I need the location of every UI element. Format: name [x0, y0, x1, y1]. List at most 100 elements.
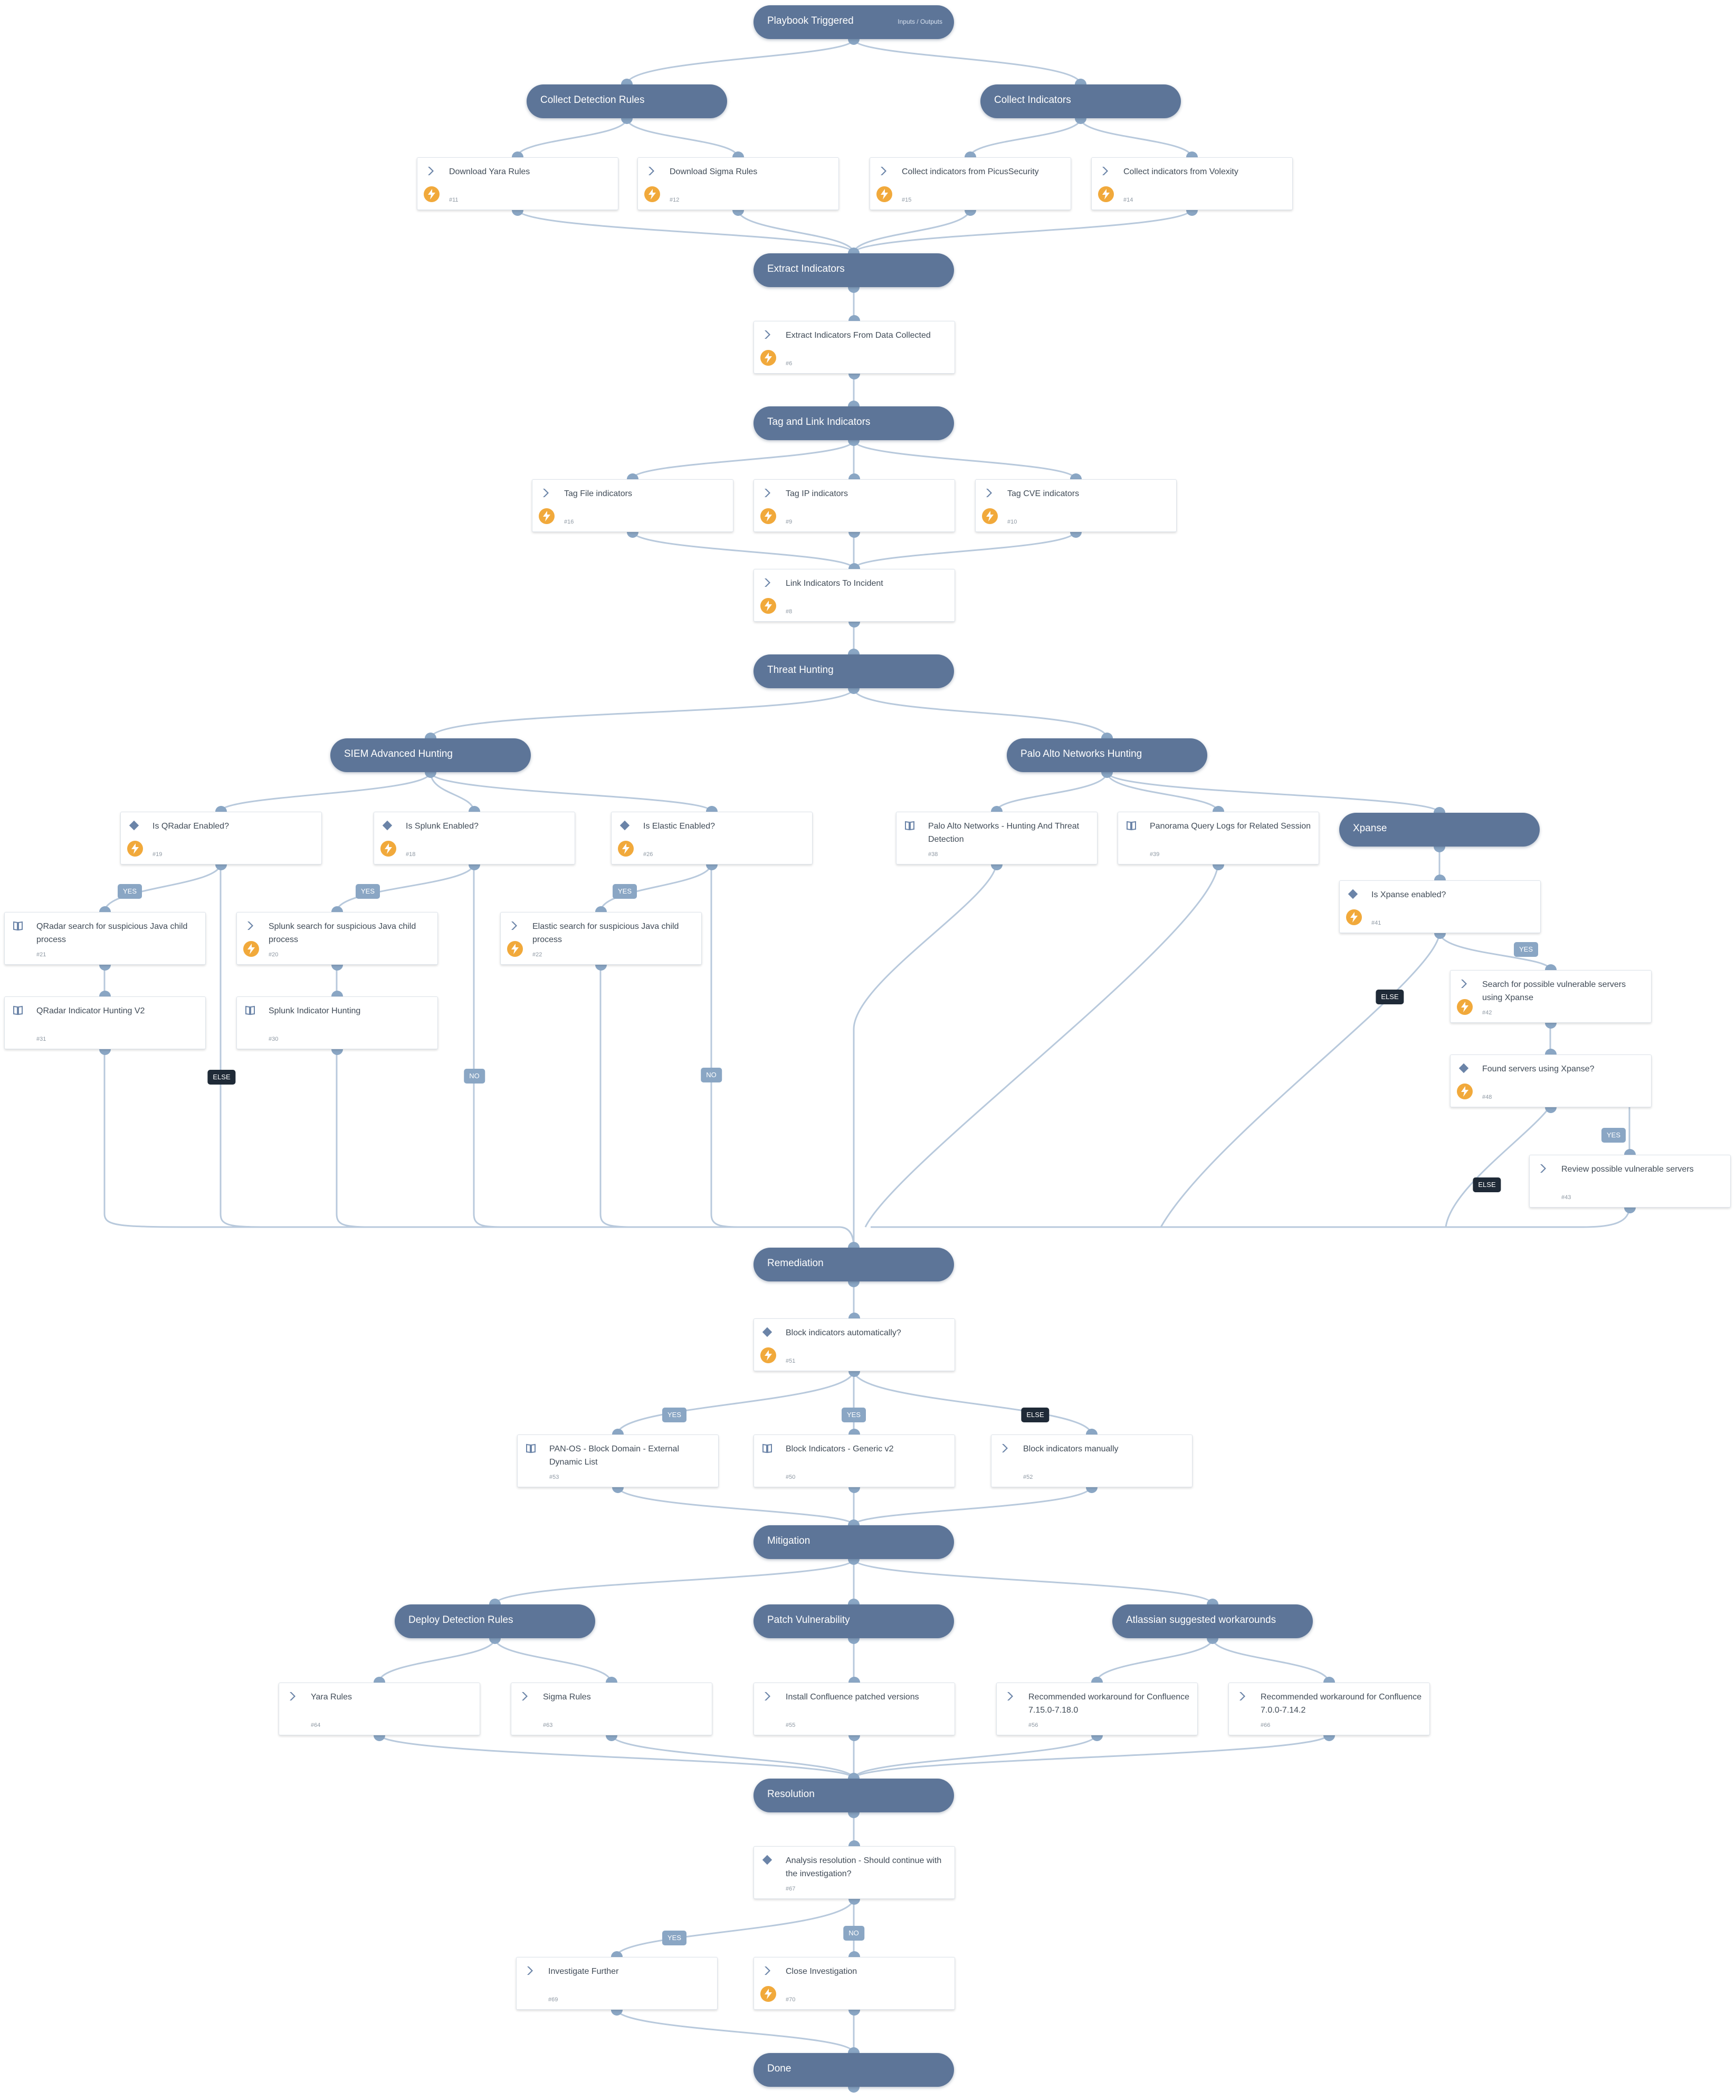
- section-collect-indicators[interactable]: Collect Indicators: [980, 84, 1181, 118]
- section-siem-advanced-hunting[interactable]: SIEM Advanced Hunting: [330, 738, 531, 772]
- task-review-vulnerable-servers[interactable]: Review possible vulnerable servers#43: [1529, 1155, 1731, 1208]
- task-extract-indicators-from-data[interactable]: Extract Indicators From Data Collected#6: [753, 321, 955, 374]
- section-label: Collect Indicators: [994, 94, 1071, 106]
- section-patch-vulnerability[interactable]: Patch Vulnerability: [753, 1604, 954, 1638]
- automation-bolt-icon: [380, 841, 396, 857]
- section-palo-alto-networks-hunting[interactable]: Palo Alto Networks Hunting: [1007, 738, 1207, 772]
- task-tag-cve-indicators[interactable]: Tag CVE indicators#10: [975, 479, 1177, 532]
- task-number: #30: [269, 1036, 279, 1042]
- task-number: #11: [449, 197, 459, 203]
- connector-line: [1106, 772, 1219, 812]
- section-done[interactable]: Done: [753, 2053, 954, 2087]
- task-qradar-indicator-hunting[interactable]: QRadar Indicator Hunting V2#31: [4, 996, 206, 1049]
- task-found-servers-using-xpanse[interactable]: Found servers using Xpanse?#48: [1450, 1054, 1652, 1107]
- task-splunk-java-child-search[interactable]: Splunk search for suspicious Java child …: [236, 912, 438, 965]
- task-workaround-7-0-7-14[interactable]: Recommended workaround for Confluence 7.…: [1228, 1683, 1430, 1735]
- task-close-investigation[interactable]: Close Investigation#70: [753, 1957, 955, 2010]
- task-is-elastic-enabled[interactable]: Is Elastic Enabled?#26: [611, 812, 813, 864]
- chevron-icon: [519, 1690, 530, 1702]
- task-number: #42: [1482, 1010, 1492, 1016]
- task-sigma-rules[interactable]: Sigma Rules#63: [511, 1683, 712, 1735]
- branch-no-badge: NO: [464, 1069, 485, 1084]
- section-remediation[interactable]: Remediation: [753, 1248, 954, 1281]
- connector-line: [631, 440, 855, 480]
- task-number: #19: [152, 851, 163, 858]
- task-panorama-query-logs[interactable]: Panorama Query Logs for Related Session#…: [1118, 812, 1319, 864]
- branch-else-badge: ELSE: [1021, 1408, 1050, 1422]
- task-title: Investigate Further: [548, 1967, 619, 1976]
- section-tag-and-link-indicators[interactable]: Tag and Link Indicators: [753, 406, 954, 440]
- task-number: #10: [1007, 519, 1017, 525]
- connector-line: [631, 530, 855, 569]
- automation-bolt-icon: [127, 841, 143, 857]
- section-threat-hunting[interactable]: Threat Hunting: [753, 654, 954, 688]
- task-elastic-java-child-search[interactable]: Elastic search for suspicious Java child…: [500, 912, 702, 965]
- chevron-icon: [524, 1965, 536, 1977]
- task-title: Collect indicators from PicusSecurity: [902, 167, 1039, 176]
- task-is-qradar-enabled[interactable]: Is QRadar Enabled?#19: [120, 812, 322, 864]
- task-qradar-java-child-search[interactable]: QRadar search for suspicious Java child …: [4, 912, 206, 965]
- task-download-yara-rules[interactable]: Download Yara Rules #11: [417, 157, 618, 210]
- section-xpanse[interactable]: Xpanse: [1339, 813, 1540, 847]
- task-workaround-7-15-7-18[interactable]: Recommended workaround for Confluence 7.…: [996, 1683, 1198, 1735]
- task-install-confluence-patched[interactable]: Install Confluence patched versions#55: [753, 1683, 955, 1735]
- task-title: Review possible vulnerable servers: [1561, 1165, 1694, 1174]
- task-number: #18: [406, 851, 416, 858]
- task-number: #14: [1123, 197, 1133, 203]
- branch-yes-badge: YES: [612, 884, 637, 899]
- task-title: Tag IP indicators: [786, 489, 848, 498]
- branch-no-badge: NO: [843, 1926, 864, 1941]
- automation-bolt-icon: [1457, 999, 1473, 1015]
- task-number: #15: [902, 197, 912, 203]
- section-extract-indicators[interactable]: Extract Indicators: [753, 253, 954, 287]
- automation-bolt-icon: [539, 508, 555, 524]
- section-atlassian-suggested-workarounds[interactable]: Atlassian suggested workarounds: [1112, 1604, 1313, 1638]
- task-is-splunk-enabled[interactable]: Is Splunk Enabled?#18: [374, 812, 575, 864]
- connector-line: [853, 1734, 1098, 1779]
- automation-bolt-icon: [424, 186, 440, 202]
- connector-line: [103, 863, 222, 913]
- section-label: Palo Alto Networks Hunting: [1020, 748, 1142, 759]
- task-title: QRadar search for suspicious Java child …: [36, 922, 188, 944]
- task-block-indicators-automatically[interactable]: Block indicators automatically?#51: [753, 1318, 955, 1371]
- task-collect-volexity[interactable]: Collect indicators from Volexity#14: [1091, 157, 1293, 210]
- task-search-vulnerable-servers-xpanse[interactable]: Search for possible vulnerable servers u…: [1450, 970, 1652, 1023]
- connector-line: [430, 772, 712, 812]
- task-title: Found servers using Xpanse?: [1482, 1065, 1595, 1073]
- task-collect-picussecurity[interactable]: Collect indicators from PicusSecurity #15: [870, 157, 1071, 210]
- task-block-indicators-manually[interactable]: Block indicators manually#52: [991, 1434, 1193, 1487]
- section-collect-detection-rules[interactable]: Collect Detection Rules: [527, 84, 727, 118]
- branch-yes-badge: YES: [1513, 942, 1539, 957]
- connector-line: [473, 863, 502, 1228]
- section-deploy-detection-rules[interactable]: Deploy Detection Rules: [395, 1604, 595, 1638]
- task-tag-ip-indicators[interactable]: Tag IP indicators#9: [753, 479, 955, 532]
- task-tag-file-indicators[interactable]: Tag File indicators#16: [532, 479, 733, 532]
- book-icon: [244, 1004, 256, 1016]
- task-link-indicators-to-incident[interactable]: Link Indicators To Incident#8: [753, 569, 955, 622]
- connector-line: [1438, 932, 1551, 971]
- task-block-indicators-generic[interactable]: Block Indicators - Generic v2#50: [753, 1434, 955, 1487]
- task-analysis-resolution[interactable]: Analysis resolution - Should continue wi…: [753, 1846, 955, 1899]
- task-yara-rules[interactable]: Yara Rules#64: [279, 1683, 480, 1735]
- chevron-icon: [999, 1442, 1010, 1454]
- task-number: #56: [1028, 1722, 1038, 1728]
- section-resolution[interactable]: Resolution: [753, 1779, 954, 1812]
- connector-line: [599, 964, 634, 1228]
- task-is-xpanse-enabled[interactable]: Is Xpanse enabled?#41: [1339, 880, 1541, 933]
- section-label: Remediation: [767, 1258, 824, 1269]
- task-panos-block-domain-edl[interactable]: PAN-OS - Block Domain - External Dynamic…: [517, 1434, 719, 1487]
- inputs-outputs-link[interactable]: Inputs / Outputs: [898, 18, 942, 25]
- chevron-icon: [287, 1690, 298, 1702]
- task-investigate-further[interactable]: Investigate Further#69: [516, 1957, 718, 2010]
- book-icon: [761, 1442, 773, 1454]
- section-label: Tag and Link Indicators: [767, 416, 871, 427]
- section-mitigation[interactable]: Mitigation: [753, 1525, 954, 1559]
- task-title: Block Indicators - Generic v2: [786, 1445, 894, 1453]
- task-splunk-indicator-hunting[interactable]: Splunk Indicator Hunting#30: [236, 996, 438, 1049]
- automation-bolt-icon: [507, 941, 523, 957]
- automation-bolt-icon: [760, 1347, 776, 1363]
- task-title: Download Yara Rules: [449, 167, 530, 176]
- task-palo-alto-hunting-threat-detection[interactable]: Palo Alto Networks - Hunting And Threat …: [896, 812, 1098, 864]
- task-download-sigma-rules[interactable]: Download Sigma Rules#12: [637, 157, 839, 210]
